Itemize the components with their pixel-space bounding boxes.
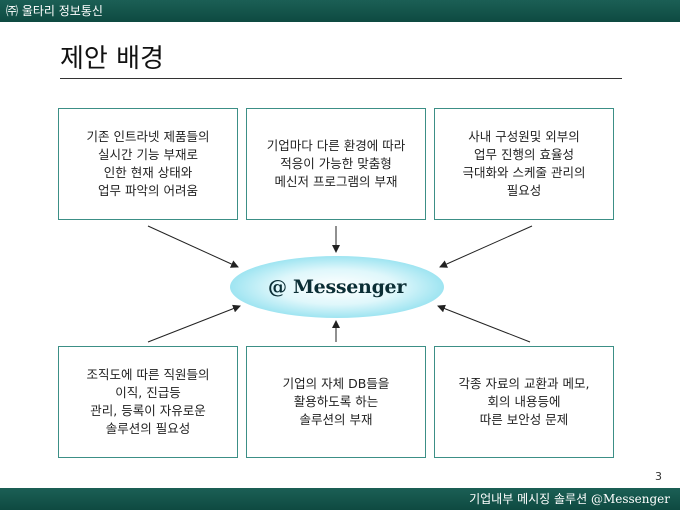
header-bar: ㈜ 울타리 정보통신: [0, 0, 680, 22]
reason-text-5: 기업의 자체 DB들을 활용하도록 하는 솔루션의 부재: [282, 376, 390, 427]
messenger-label: @ Messenger: [267, 276, 407, 298]
reason-text-1: 기존 인트라넷 제품들의 실시간 기능 부재로 인한 현재 상태와 업무 파악의…: [86, 129, 210, 198]
footer-text: 기업내부 메시징 솔루션 @Messenger: [469, 492, 670, 506]
arrow-bottom-right: [437, 304, 531, 343]
reason-text-3: 사내 구성원및 외부의 업무 진행의 효율성 극대화와 스케줄 관리의 필요성: [462, 129, 586, 198]
company-name: ㈜ 울타리 정보통신: [6, 4, 103, 18]
slide-title: 제안 배경: [60, 44, 164, 74]
reason-box-3: 사내 구성원및 외부의 업무 진행의 효율성 극대화와 스케줄 관리의 필요성: [434, 108, 614, 220]
arrow-top-left: [147, 225, 239, 268]
reason-text-4: 조직도에 따른 직원들의 이직, 진급등 관리, 등록이 자유로운 솔루션의 필…: [86, 367, 210, 436]
messenger-ellipse: @ Messenger: [230, 256, 444, 318]
reason-box-5: 기업의 자체 DB들을 활용하도록 하는 솔루션의 부재: [246, 346, 426, 458]
reason-box-1: 기존 인트라넷 제품들의 실시간 기능 부재로 인한 현재 상태와 업무 파악의…: [58, 108, 238, 220]
arrow-top-right: [439, 225, 533, 268]
reason-box-4: 조직도에 따른 직원들의 이직, 진급등 관리, 등록이 자유로운 솔루션의 필…: [58, 346, 238, 458]
reason-text-2: 기업마다 다른 환경에 따라 적응이 가능한 맞춤형 메신저 프로그램의 부재: [266, 138, 406, 189]
arrow-bottom-left: [147, 304, 241, 343]
reason-text-6: 각종 자료의 교환과 메모, 회의 내용등에 따른 보안성 문제: [458, 376, 590, 427]
title-divider: [60, 78, 622, 79]
footer-bar: 기업내부 메시징 솔루션 @Messenger: [0, 488, 680, 510]
reason-box-2: 기업마다 다른 환경에 따라 적응이 가능한 맞춤형 메신저 프로그램의 부재: [246, 108, 426, 220]
page-number: 3: [655, 470, 662, 483]
reason-box-6: 각종 자료의 교환과 메모, 회의 내용등에 따른 보안성 문제: [434, 346, 614, 458]
